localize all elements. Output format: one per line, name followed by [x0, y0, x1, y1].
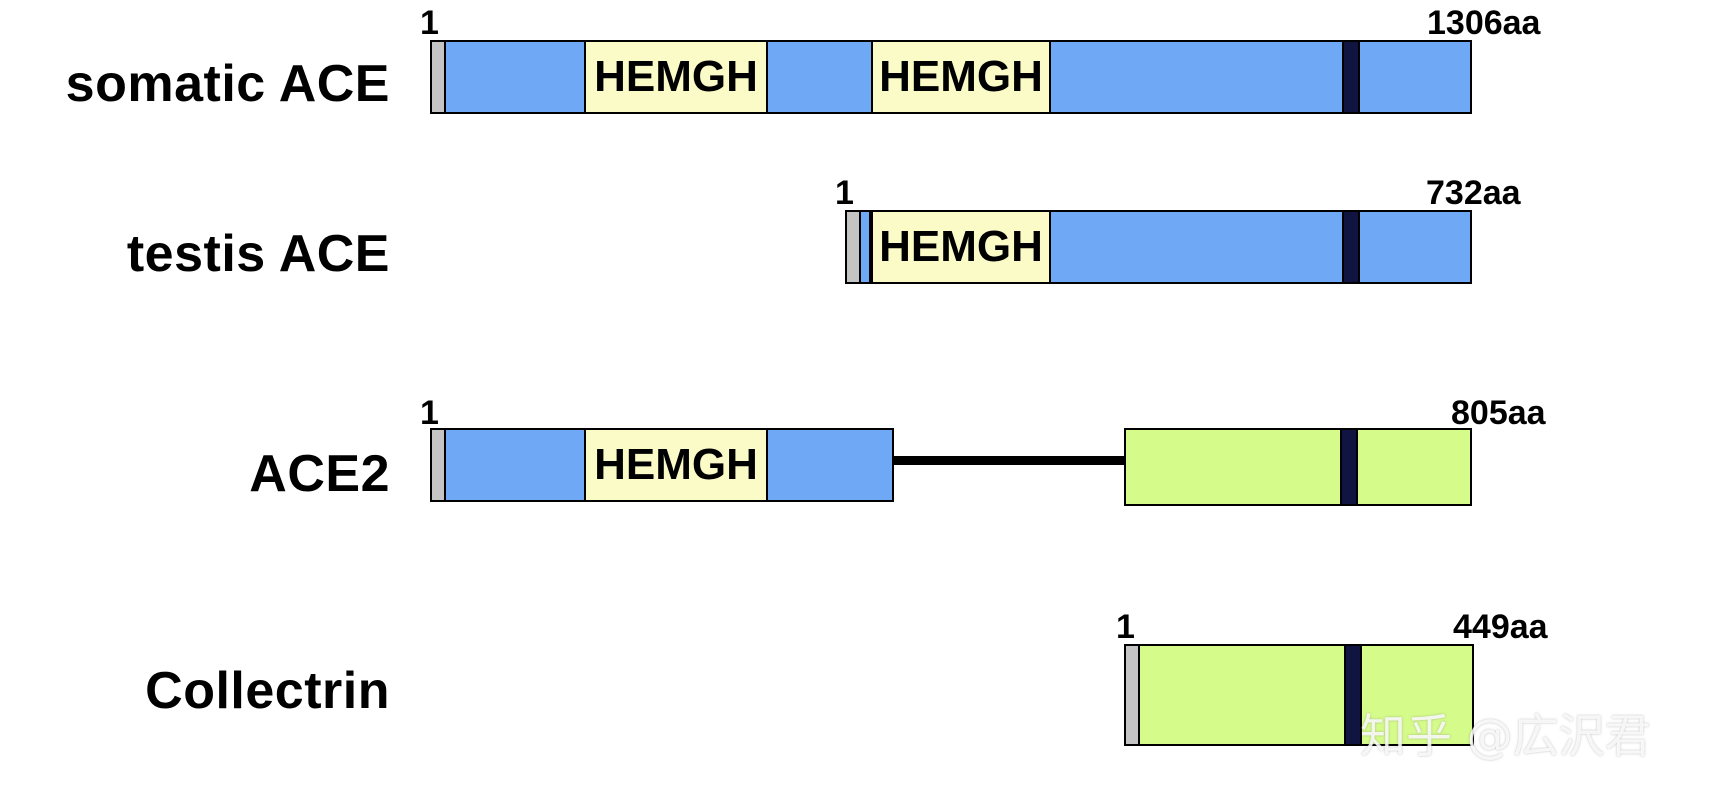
- signal-peptide-somatic-ace: [432, 42, 446, 112]
- end-collectrin: 449aa: [1453, 608, 1548, 646]
- end-testis-ace: 732aa: [1426, 174, 1521, 212]
- transmembrane-ace2: [1340, 430, 1358, 504]
- hemgh-motif-somatic-ace-n: HEMGH: [584, 42, 768, 112]
- start-ace2: 1: [420, 394, 439, 432]
- bar-somatic-ace: HEMGH HEMGH: [430, 40, 1472, 114]
- label-ace2: ACE2: [249, 445, 390, 503]
- bar-ace2-collectrin-domain: [1124, 428, 1472, 506]
- hemgh-motif-ace2: HEMGH: [584, 430, 768, 500]
- transmembrane-testis-ace: [1342, 212, 1360, 282]
- bar-collectrin: [1124, 644, 1474, 746]
- hemgh-motif-testis-ace: HEMGH: [871, 212, 1051, 282]
- bar-testis-ace: HEMGH: [845, 210, 1472, 284]
- start-somatic-ace: 1: [420, 4, 439, 42]
- start-testis-ace: 1: [835, 174, 854, 212]
- transmembrane-somatic-ace: [1342, 42, 1360, 112]
- start-collectrin: 1: [1116, 608, 1135, 646]
- signal-peptide-collectrin: [1126, 646, 1140, 744]
- signal-peptide-ace2: [432, 430, 446, 500]
- hemgh-motif-somatic-ace-c: HEMGH: [871, 42, 1051, 112]
- linker-ace2: [892, 456, 1126, 465]
- bar-ace2-catalytic: HEMGH: [430, 428, 894, 502]
- transmembrane-collectrin: [1344, 646, 1362, 744]
- label-testis-ace: testis ACE: [126, 225, 390, 283]
- label-somatic-ace: somatic ACE: [65, 55, 390, 113]
- n-terminal-stub-testis-ace: [861, 212, 871, 282]
- label-collectrin: Collectrin: [145, 662, 390, 720]
- end-somatic-ace: 1306aa: [1427, 4, 1541, 42]
- signal-peptide-testis-ace: [847, 212, 861, 282]
- end-ace2: 805aa: [1451, 394, 1546, 432]
- watermark: 知乎 @広沢君: [1360, 709, 1651, 763]
